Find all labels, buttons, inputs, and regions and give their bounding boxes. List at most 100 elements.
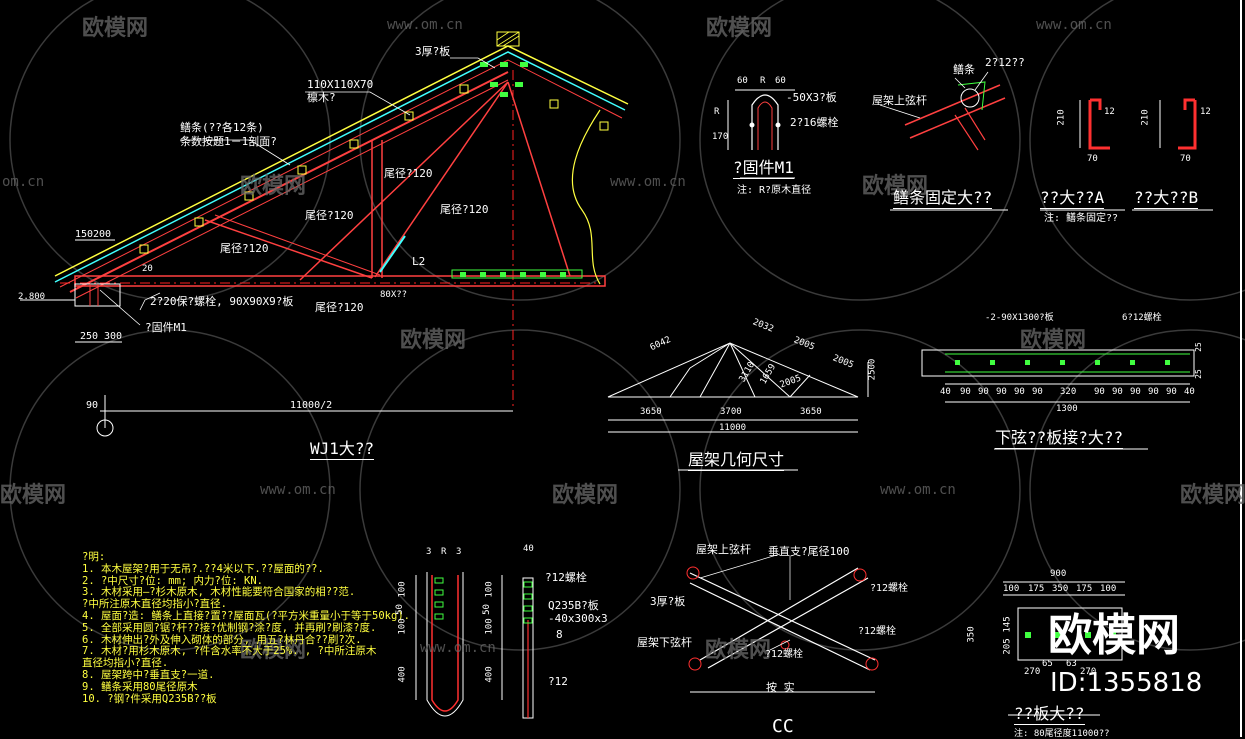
watermark-brand: 欧模网 — [552, 483, 619, 508]
dim: 3650 — [800, 407, 822, 417]
title-detail-b: ??大??B — [1134, 188, 1199, 209]
dim: 90 — [978, 387, 989, 397]
note-item: 4. 屋面?造: 鳝条上直接?置??屋面瓦(?平方米重量小于等于50kg). — [82, 609, 410, 622]
label-dim: 80X?? — [380, 290, 408, 300]
dim: 350 — [966, 626, 977, 643]
dim: 3700 — [720, 407, 742, 417]
watermark-brand: 欧模网 — [706, 16, 773, 41]
dim: 90 — [1032, 387, 1043, 397]
label-dim: 200 — [93, 229, 112, 240]
dim: 100 — [1100, 584, 1117, 594]
label-bolt: 2?16螺栓 — [790, 116, 839, 129]
label-dim: 150 — [75, 229, 94, 240]
dim: 100 — [397, 581, 408, 598]
title-geometry: 屋架几何尺寸 — [688, 450, 785, 471]
dim: 65 — [1042, 659, 1053, 669]
dim: 90 — [1166, 387, 1177, 397]
dim: 60 — [775, 76, 786, 86]
label-ridge-beam: 110X110X70 — [307, 78, 374, 91]
dim: 1300 — [1056, 404, 1078, 414]
label-dim: 250 — [80, 331, 99, 342]
dim: 12 — [1200, 107, 1211, 117]
dim: 400 — [397, 666, 408, 683]
label-dim: 90 — [86, 400, 99, 411]
dim: 270 — [1024, 667, 1041, 677]
title-detail-a: ??大??A — [1040, 188, 1105, 209]
label-log: 尾径?120 — [305, 209, 354, 222]
dim: 40 — [940, 387, 951, 397]
note-item: 3. 木材采用—?杉木原木, 木材性能要符合国家的相??范. — [82, 586, 356, 599]
dim: 25 — [1193, 342, 1203, 352]
watermark-url: www.om.cn — [1036, 17, 1112, 33]
dim: 70 — [1087, 154, 1098, 164]
note-item: ?中所注原木直径均指小?直径. — [82, 598, 227, 611]
label-d8: 8 — [556, 628, 563, 641]
label-plank: 3厚?板 — [415, 45, 451, 58]
dim: 40 — [1184, 387, 1195, 397]
label-purlin: 鳝条(??各12条) — [180, 121, 264, 134]
label-d12: ?12 — [548, 675, 568, 688]
dim: 100 — [484, 618, 495, 635]
label-log: 尾径?120 — [440, 203, 489, 216]
dim: 3 — [456, 547, 462, 557]
note-item: 10. ?钢?件采用Q235B??板 — [82, 692, 217, 705]
note-item: 9. 鳝条采用80尾径原木 — [82, 680, 198, 693]
dim: 100 — [397, 618, 408, 635]
watermark-brand: 欧模网 — [400, 328, 467, 353]
watermark-brand: 欧模网 — [0, 483, 67, 508]
dim: 11000 — [719, 423, 747, 433]
label-bolt: ?12螺栓 — [858, 626, 897, 637]
label-plate: -50X3?板 — [786, 91, 837, 104]
dim: R — [760, 76, 766, 86]
dim: 40 — [523, 544, 534, 554]
title-wj1: WJ1大?? — [310, 439, 375, 460]
label-plate: -40x300x3 — [548, 612, 608, 625]
dim: 900 — [1050, 569, 1067, 579]
label-chord: 屋架上弦杆 — [872, 94, 927, 107]
note-item: 1. 本木屋架?用于无吊?.??4米以下.??屋面的??. — [82, 562, 324, 575]
dim: 210 — [1140, 109, 1151, 126]
dim: 3 — [426, 547, 432, 557]
label-bolt: ?12螺栓 — [870, 583, 909, 594]
ubolt-drawing — [415, 572, 534, 719]
label-bolt: ?12螺栓 — [765, 649, 804, 660]
dim: 90 — [960, 387, 971, 397]
watermark-brand: 欧模网 — [862, 174, 929, 199]
label-purlin-note: 条数按题1－1剖面? — [180, 135, 277, 148]
truss-wj1 — [20, 31, 629, 437]
dim: 90 — [1014, 387, 1025, 397]
splice-drawing — [921, 349, 1195, 450]
dim: 100 — [1003, 584, 1020, 594]
dim: 400 — [484, 666, 495, 683]
dim: R — [441, 547, 447, 557]
label-bolt: ?12螺栓 — [545, 571, 587, 584]
title-plate-detail: ??板大?? — [1014, 704, 1085, 725]
watermark-url: www.om.cn — [387, 17, 463, 33]
brand-logo-text: 欧模网 — [1048, 610, 1180, 661]
label-purlin: 鳝条 — [953, 63, 975, 76]
plate-detail-drawing — [1003, 581, 1125, 716]
dim: 3650 — [640, 407, 662, 417]
dim: 25 — [1193, 369, 1203, 379]
dim: 210 — [1056, 109, 1067, 126]
label-log: 尾径?120 — [384, 167, 433, 180]
dim: R — [714, 107, 720, 117]
dim: 50 — [394, 604, 405, 615]
note-item: 2. ?中尺寸?位: mm; 内力?位: KN. — [82, 574, 263, 587]
dim: 100 — [484, 581, 495, 598]
dim: 90 — [1094, 387, 1105, 397]
label-log: 尾径?120 — [315, 301, 364, 314]
watermark-circles — [9, 0, 1245, 651]
dim: 70 — [1180, 154, 1191, 164]
note-plate: 注: 80尾径度11000?? — [1014, 729, 1110, 739]
label-bolt: 2?12?? — [985, 56, 1025, 69]
label-dim: 11000/2 — [290, 400, 333, 411]
notes-block: ?明: 1. 本木屋架?用于无吊?.??4米以下.??屋面的??. 2. ?中尺… — [82, 551, 410, 705]
dim: 320 — [1060, 387, 1077, 397]
watermark-url: www.om.cn — [260, 482, 336, 498]
detail-ab-drawing — [1040, 98, 1213, 211]
dim: 270 — [1080, 667, 1097, 677]
dim: 145 — [1002, 616, 1013, 633]
note-item: 直径均指小?直径. — [82, 657, 169, 670]
